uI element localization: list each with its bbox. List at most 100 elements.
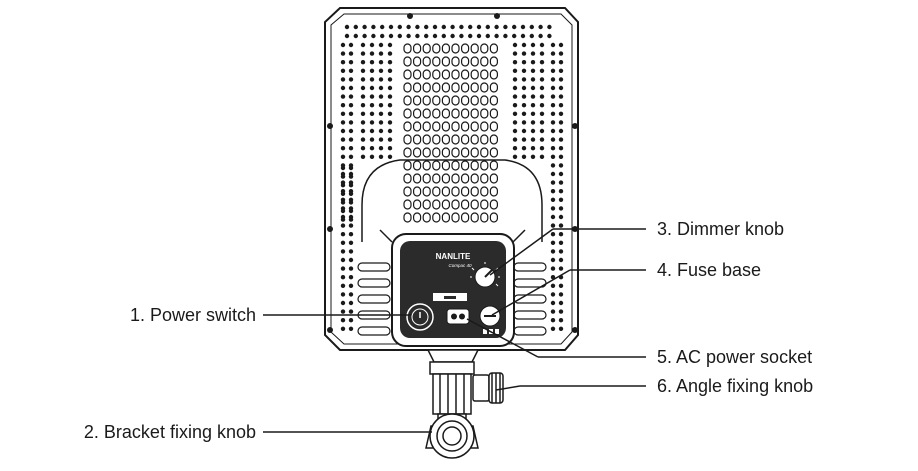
vent-slot <box>432 108 441 119</box>
vent-slot <box>432 121 441 132</box>
vent-dot <box>558 214 564 220</box>
vent-dot <box>550 103 556 108</box>
vent-dot <box>348 77 354 82</box>
ac-power-socket[interactable] <box>446 308 470 325</box>
vent-dot <box>340 200 346 205</box>
vent-dot <box>558 42 564 48</box>
vent-dot <box>494 33 499 39</box>
vent-dot <box>348 326 354 331</box>
bracket-fixing-knob[interactable] <box>429 413 475 459</box>
vent-dot <box>558 189 564 194</box>
vent-dot <box>558 326 564 331</box>
vent-slot <box>489 160 498 171</box>
vent-slot <box>451 82 460 93</box>
vent-slot <box>489 43 498 54</box>
vent-slot <box>413 199 422 210</box>
vent-dot <box>340 283 346 288</box>
vent-slot <box>489 69 498 80</box>
vent-dot <box>340 42 346 48</box>
angle-fixing-knob[interactable] <box>472 372 504 404</box>
vent-dot <box>441 24 446 30</box>
vent-dot <box>547 24 552 30</box>
vent-dot <box>550 197 556 202</box>
vent-slot <box>403 160 412 171</box>
vent-slot <box>413 212 422 223</box>
vent-slot <box>470 160 479 171</box>
vent-dot <box>378 68 384 74</box>
vent-slot <box>413 82 422 93</box>
vent-slot <box>422 199 431 210</box>
vent-dot <box>550 77 556 82</box>
vent-dot <box>340 146 346 151</box>
center-vent-slots <box>403 43 498 223</box>
vent-dot <box>378 103 384 108</box>
vent-dot <box>340 120 346 125</box>
fuse-base[interactable] <box>479 305 501 327</box>
vent-dot <box>387 51 393 56</box>
vent-slot <box>441 121 450 132</box>
vent-dot <box>387 103 393 108</box>
vent-slot <box>470 134 479 145</box>
vent-dot <box>340 232 346 237</box>
vent-slot <box>441 147 450 158</box>
vent-dot <box>538 24 543 30</box>
vent-dot <box>558 197 564 202</box>
vent-slot <box>413 160 422 171</box>
vent-slot <box>422 173 431 184</box>
vent-slot <box>480 95 489 106</box>
power-switch[interactable] <box>406 303 434 331</box>
vent-dot <box>550 309 556 314</box>
vent-slot <box>422 186 431 197</box>
vent-dot <box>378 85 384 91</box>
vent-dot <box>550 180 556 185</box>
vent-dot <box>348 223 354 228</box>
vent-dot <box>558 223 564 228</box>
vent-dot <box>340 266 346 271</box>
vent-dot <box>503 24 508 30</box>
callout-power-switch: 1. Power switch <box>129 305 256 325</box>
vent-dot <box>353 33 358 39</box>
vent-slot <box>451 121 460 132</box>
vent-dot <box>369 68 375 74</box>
vent-dot <box>387 111 393 117</box>
vent-dot <box>362 24 367 30</box>
vent-dot <box>340 85 346 91</box>
vent-slot <box>470 95 479 106</box>
housing-screws <box>327 13 578 333</box>
vent-dot <box>424 33 429 39</box>
vent-slot <box>480 160 489 171</box>
vent-dot <box>348 51 354 56</box>
vent-dot <box>388 33 394 39</box>
vent-slot <box>470 43 479 54</box>
vent-slot <box>403 134 412 145</box>
vent-slot <box>432 69 441 80</box>
vent-dot <box>348 240 354 245</box>
vent-dot <box>340 111 346 117</box>
vent-dot <box>369 128 375 134</box>
vent-slot <box>441 82 450 93</box>
vent-dot <box>459 24 464 30</box>
vent-slot <box>403 95 412 106</box>
vent-slot <box>461 186 470 197</box>
vent-slot <box>441 108 450 119</box>
vent-dot <box>512 24 517 30</box>
vent-dot <box>512 154 518 159</box>
vent-slot <box>461 147 470 158</box>
vent-dot <box>558 309 564 314</box>
vent-slot <box>413 69 422 80</box>
vent-dot <box>550 128 556 134</box>
vent-slot <box>413 121 422 132</box>
vent-dot <box>406 33 411 39</box>
vent-slot <box>432 173 441 184</box>
vent-slot <box>461 69 470 80</box>
vent-slot <box>470 212 479 223</box>
vent-dot <box>530 68 536 74</box>
vent-dot <box>550 292 556 297</box>
dimmer-knob[interactable] <box>474 266 496 288</box>
vent-slot <box>403 212 412 223</box>
vent-slot <box>413 43 422 54</box>
vent-slot <box>422 147 431 158</box>
callout-ac-power-socket: 5. AC power socket <box>657 347 813 367</box>
vent-slot <box>470 69 479 80</box>
vent-slot <box>451 95 460 106</box>
